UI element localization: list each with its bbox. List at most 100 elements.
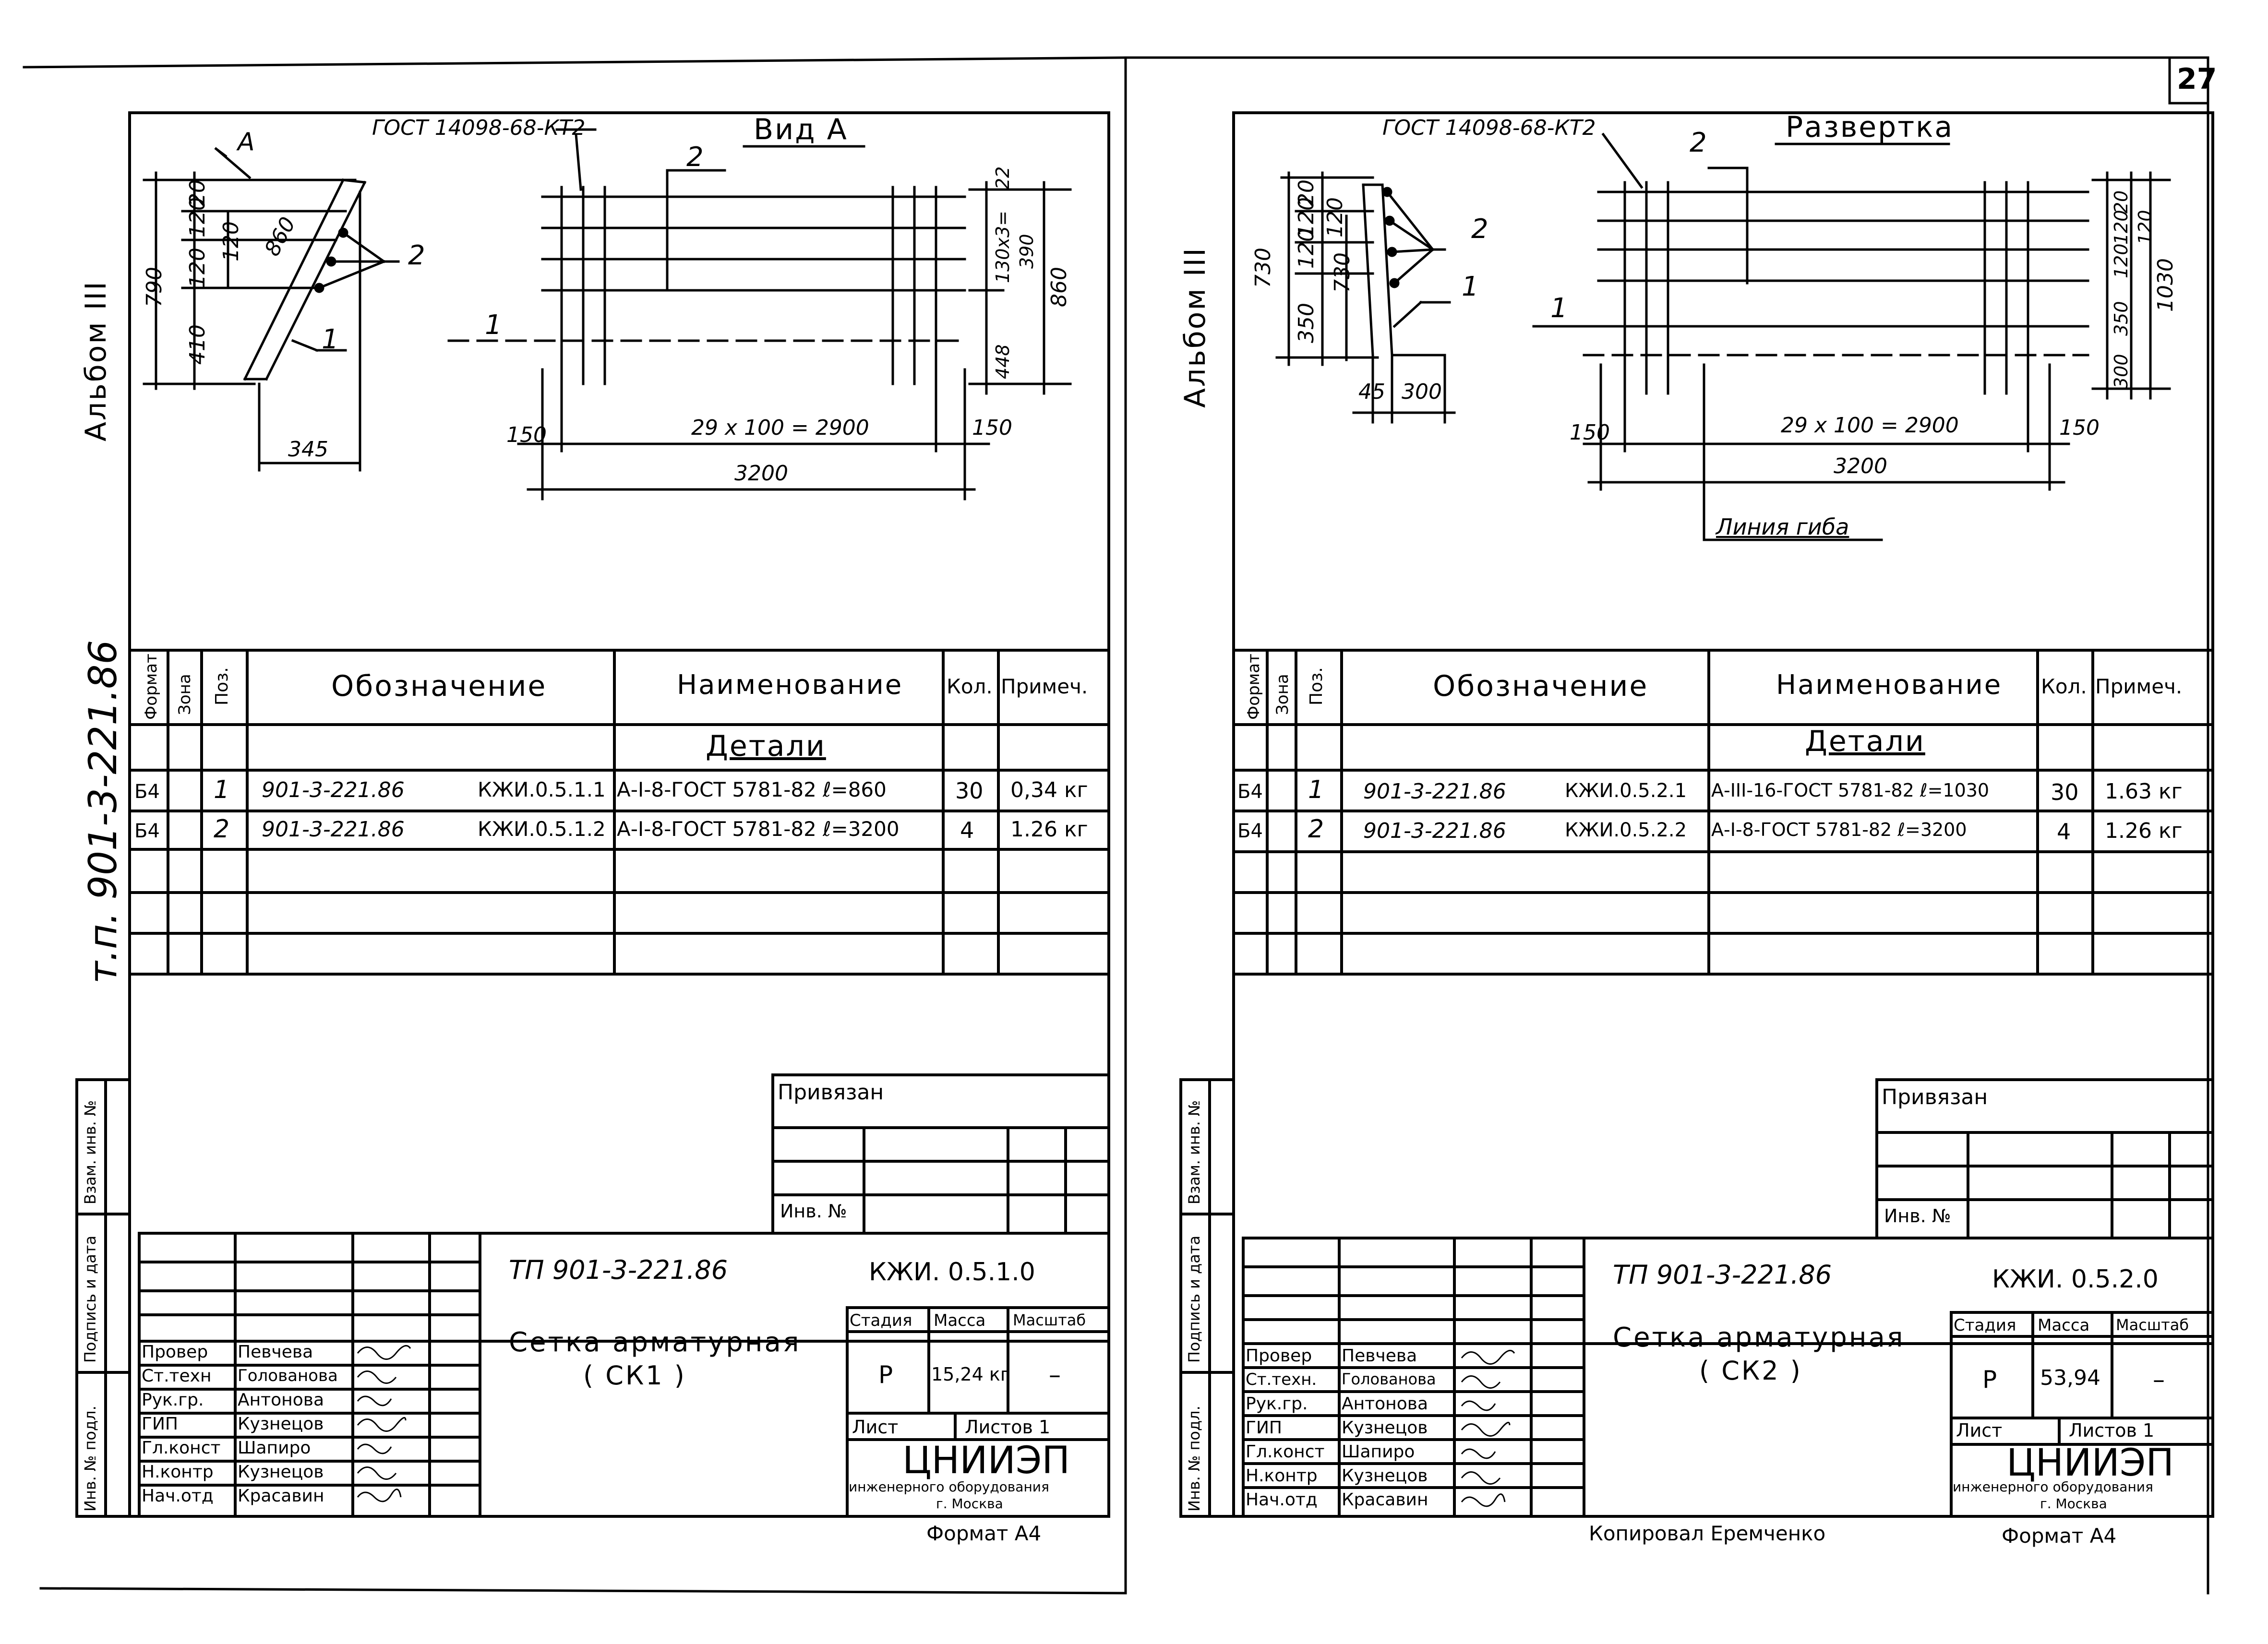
left-r1-note: 0,34 кг [1010,778,1088,802]
right-dim-45: 45 [1358,380,1385,404]
left-r1-mark: КЖИ.0.5.1.1 [478,778,606,801]
right-dim-2900: 29 x 100 = 2900 [1781,413,1959,438]
left-sheet-frame [23,56,1127,1595]
right-spec-table [1232,649,2214,976]
right-sig-2 [1461,1400,1496,1411]
right-copied-by: Копировал Еремченко [1589,1522,1826,1545]
right-dim-150a: 150 [1570,420,1610,445]
right-tb-stage: Р [1982,1366,1997,1394]
left-tb-stage: Р [878,1361,893,1389]
right-role-4: Гл.конст [1246,1442,1325,1462]
left-dim-150b: 150 [972,416,1012,440]
right-plan-view [1532,132,2171,541]
left-th-note: Примеч. [1001,675,1088,698]
right-plan-pos1: 1 [1550,293,1568,324]
left-bent-pos2: 2 [408,240,425,271]
right-title-block [1242,1237,2214,1518]
left-r2-code: 901-3-221.86 [262,817,405,842]
left-th-qty: Кол. [947,675,993,698]
right-sig-3 [1461,1421,1511,1437]
left-tb-sheet-h: Лист [852,1417,899,1438]
left-r2-format: Б4 [134,820,160,842]
right-tb-mass-h: Масса [2038,1316,2090,1335]
left-dim-345: 345 [288,437,328,462]
right-r1-code: 901-3-221.86 [1363,779,1506,804]
right-bent-pos1: 1 [1462,271,1479,302]
right-bend-line: Линия гиба [1716,514,1849,540]
left-name-3: Кузнецов [238,1414,324,1434]
right-tb-title1: Сетка арматурная [1613,1322,1905,1353]
left-bent-bar [143,147,400,472]
right-sig-0 [1461,1349,1515,1365]
right-sig-6 [1461,1493,1506,1507]
left-tb-title2: ( СК1 ) [583,1360,686,1391]
left-name-0: Певчева [238,1342,313,1362]
right-r1-note: 1.63 кг [2105,779,2183,804]
left-th-designation: Обозначение [331,669,547,703]
left-role-1: Ст.техн [142,1366,212,1386]
right-section-details: Детали [1805,725,1925,758]
sheet-number: 27 [2177,62,2217,96]
left-name-2: Антонова [238,1390,324,1410]
right-dim-150b: 150 [2059,416,2100,440]
left-sig-0 [357,1345,411,1360]
left-r2-pos: 2 [214,815,230,844]
right-role-3: ГИП [1246,1418,1282,1438]
right-th-designation: Обозначение [1433,669,1649,703]
right-name-2: Антонова [1342,1394,1428,1414]
right-name-1: Голованова [1342,1370,1436,1388]
right-r2-qty: 4 [2057,819,2071,845]
right-r1-mark: КЖИ.0.5.2.1 [1565,780,1687,802]
left-name-1: Голованова [238,1366,338,1385]
right-tb-stage-h: Стадия [1954,1316,2016,1335]
left-sig-6 [357,1489,402,1502]
left-plan-pos1: 1 [485,310,502,341]
right-plan-pos2: 2 [1690,127,1707,158]
right-bent-bar [1275,171,1456,424]
left-name-6: Красавин [238,1486,324,1506]
right-tb-org2: инженерного оборудования [1953,1479,2153,1495]
left-side-stamps [75,1078,131,1518]
right-name-6: Красавин [1342,1490,1428,1510]
right-sig-1 [1461,1375,1501,1389]
left-sig-4 [357,1443,392,1454]
left-plan-pos2: 2 [686,142,704,173]
right-format: Формат А4 [2002,1524,2117,1548]
right-tb-doc: КЖИ. 0.5.2.0 [1992,1265,2159,1294]
left-bound-box [771,1073,1110,1235]
right-role-2: Рук.гр. [1246,1394,1308,1414]
right-gost-label: ГОСТ 14098-68-КТ2 [1382,116,1596,140]
right-th-qty: Кол. [2041,675,2087,698]
right-tb-org3: г. Москва [2040,1496,2107,1512]
left-role-3: ГИП [142,1414,178,1434]
right-tb-sheets-h: Листов 1 [2069,1420,2155,1441]
right-name-4: Шапиро [1342,1442,1415,1462]
right-dim-3200: 3200 [1834,454,1887,478]
right-side-stamps [1179,1078,1235,1518]
left-sig-1 [357,1370,397,1384]
right-r1-pos: 1 [1308,775,1324,804]
right-role-5: Н.контр [1246,1466,1318,1486]
left-tb-title1: Сетка арматурная [509,1327,801,1358]
left-th-name: Наименование [677,669,903,701]
right-role-0: Провер [1246,1346,1312,1366]
left-r2-note: 1.26 кг [1010,817,1088,842]
left-r1-qty: 30 [955,778,984,804]
right-role-1: Ст.техн. [1246,1370,1317,1389]
left-r2-mark: КЖИ.0.5.1.2 [478,817,606,841]
right-r1-qty: 30 [2051,779,2079,805]
right-name-0: Певчева [1342,1346,1417,1366]
right-r1-format: Б4 [1237,781,1263,803]
left-tb-org: ЦНИИЭП [902,1439,1070,1482]
right-inv-label: Инв. № [1884,1205,1951,1227]
left-tb-scale-h: Масштаб [1013,1311,1086,1329]
left-r1-name: А-I-8-ГОСТ 5781-82 ℓ=860 [617,778,887,801]
right-sig-4 [1461,1448,1496,1459]
left-role-6: Нач.отд [142,1486,214,1506]
left-r2-name: А-I-8-ГОСТ 5781-82 ℓ=3200 [617,817,900,841]
right-name-5: Кузнецов [1342,1466,1428,1486]
left-view-arrow: А [238,128,255,156]
